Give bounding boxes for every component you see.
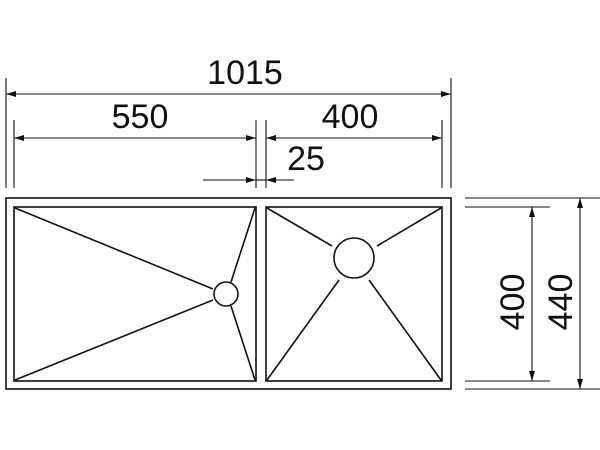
dimension-lines xyxy=(5,78,600,390)
label-overall-depth: 440 xyxy=(542,274,580,331)
label-divider-width: 25 xyxy=(287,140,325,178)
label-bowl-depth: 400 xyxy=(494,274,532,331)
label-overall-width: 1015 xyxy=(207,54,283,92)
label-right-bowl-width: 400 xyxy=(322,98,379,136)
right-bowl xyxy=(265,206,443,382)
left-drain xyxy=(213,281,239,307)
left-bowl xyxy=(13,206,257,382)
sink-outer-rim xyxy=(5,197,452,390)
right-drain xyxy=(333,237,375,279)
right-bowl-slope-lines xyxy=(266,207,442,381)
left-bowl-slope-lines xyxy=(14,207,256,381)
label-left-bowl-width: 550 xyxy=(112,98,169,136)
